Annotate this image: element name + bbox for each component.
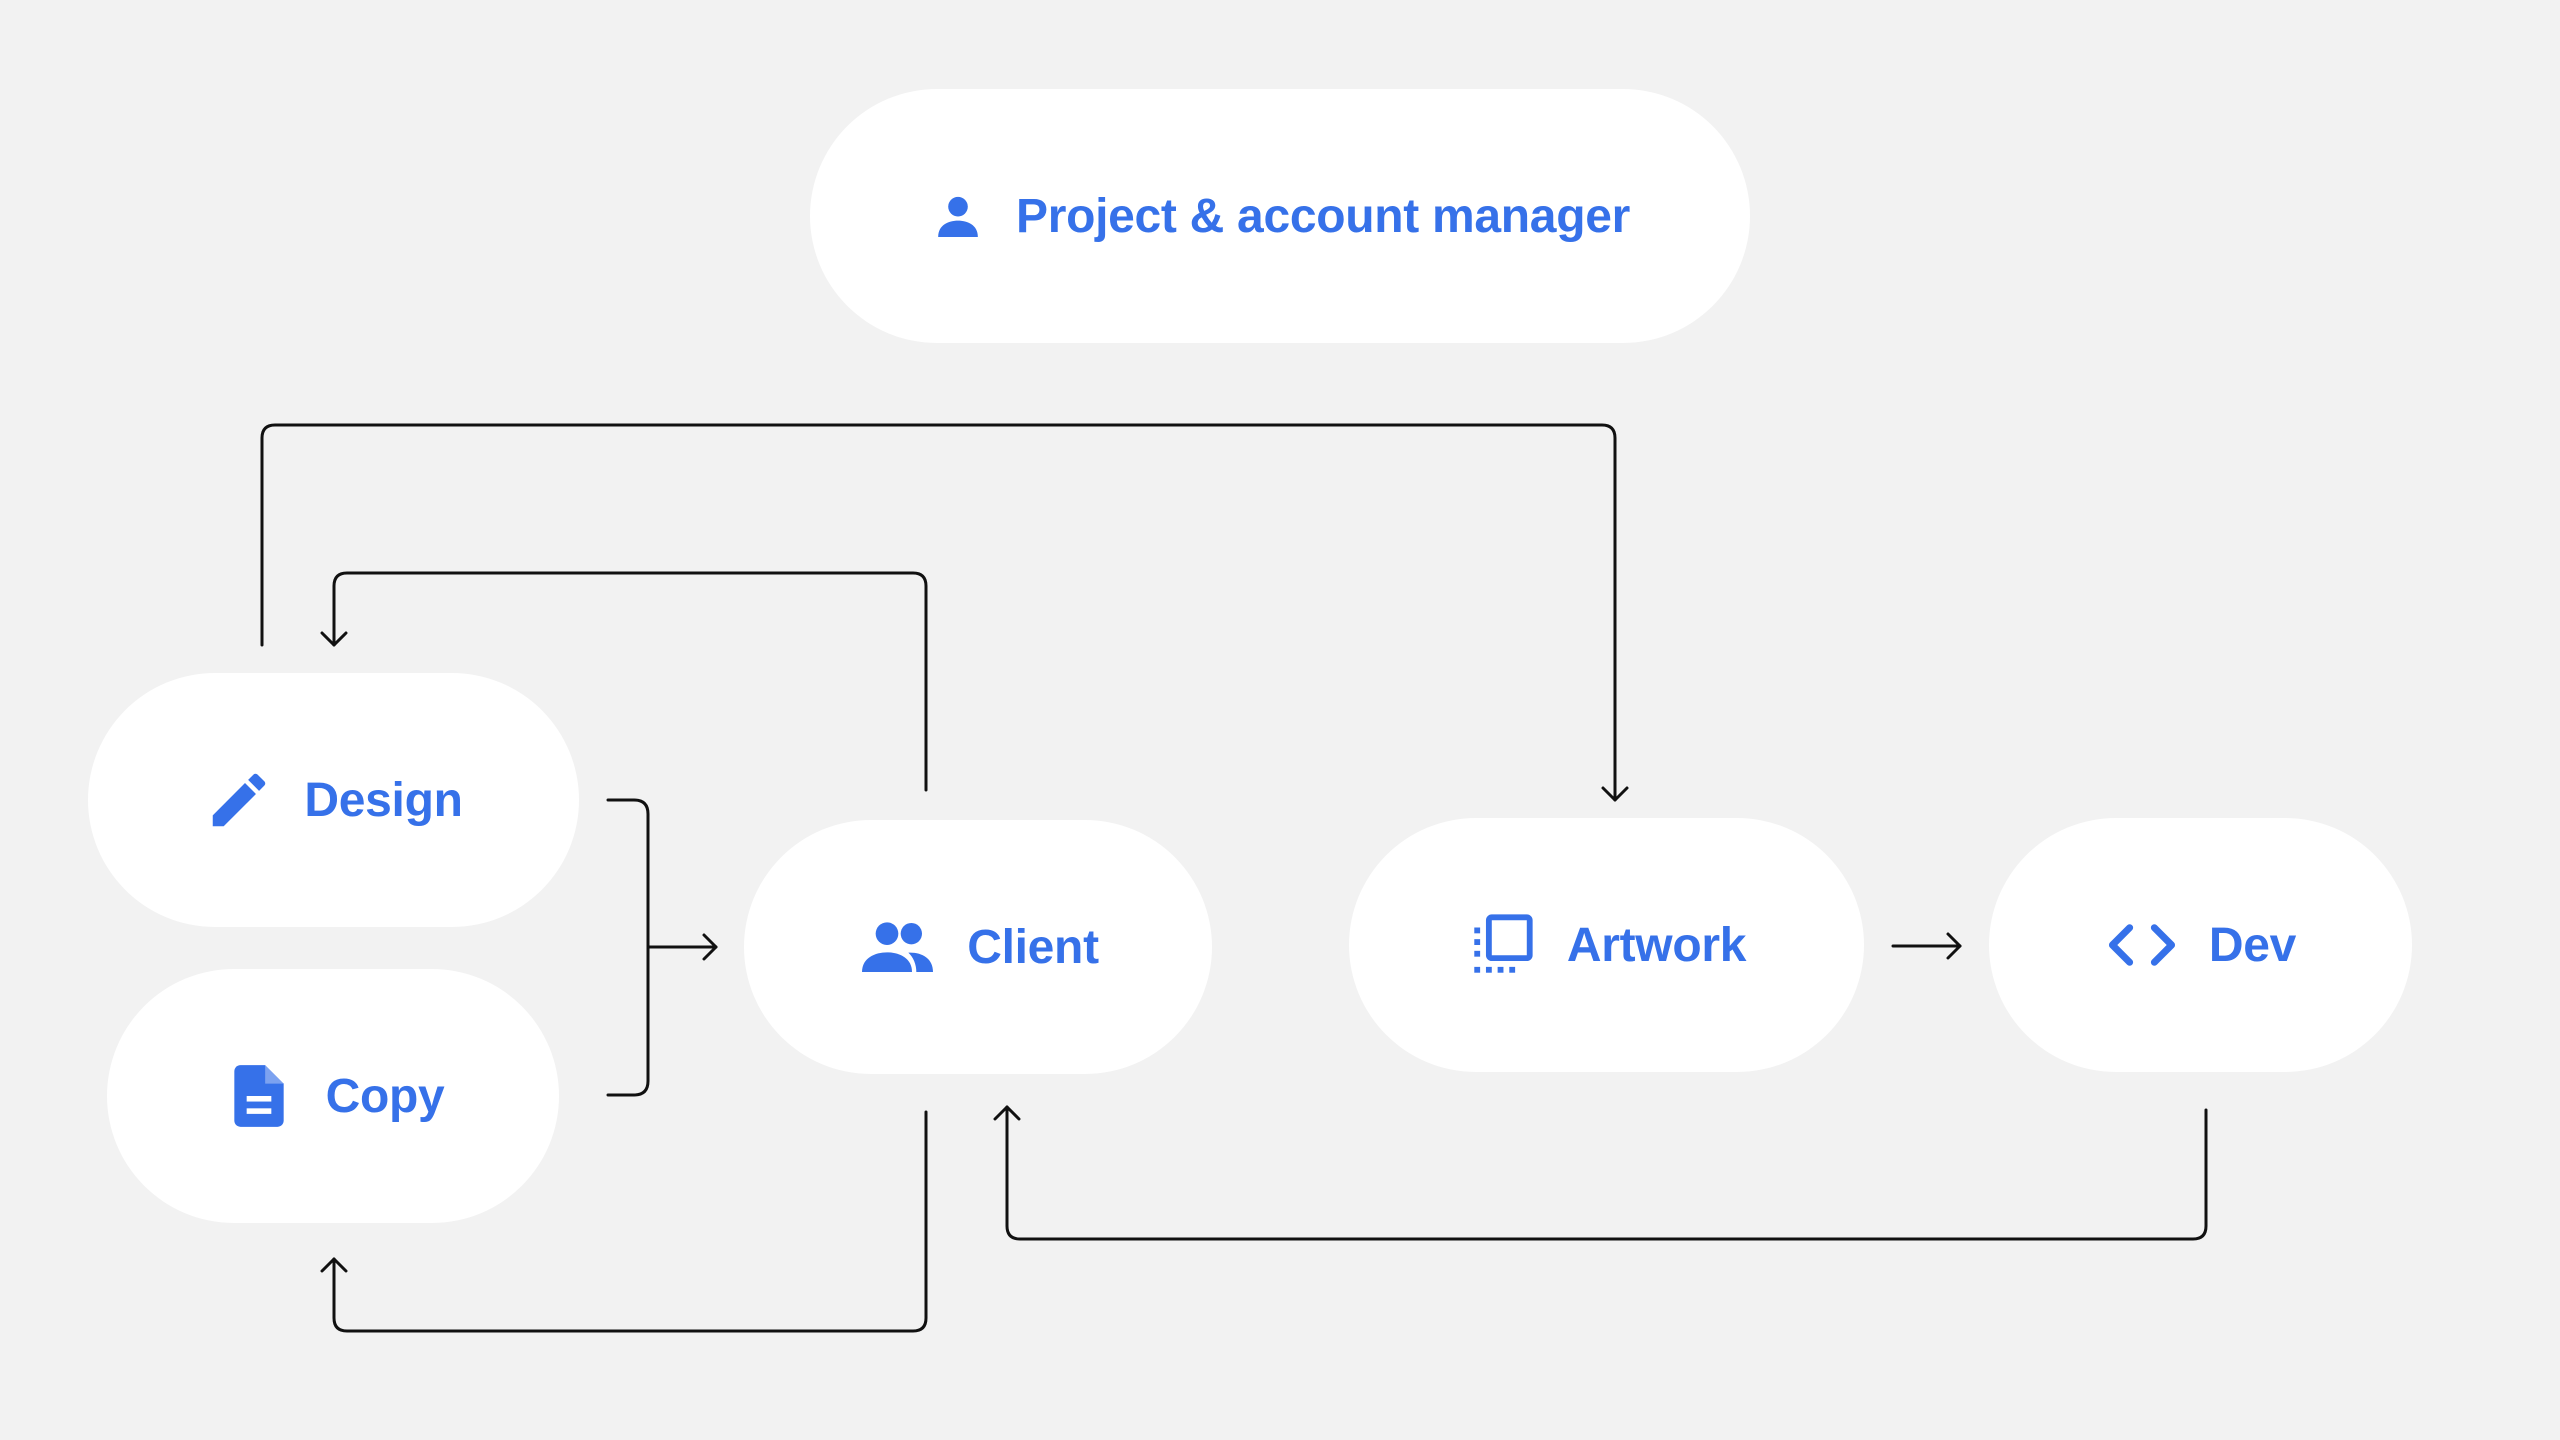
connector-design-to-artwork (260, 423, 1629, 802)
connector-client-to-design (320, 571, 928, 792)
code-icon (2105, 920, 2179, 970)
node-design[interactable]: Design (88, 673, 579, 927)
node-label: Client (967, 920, 1099, 974)
node-project-account-manager[interactable]: Project & account manager (810, 89, 1750, 343)
connector-client-to-copy (320, 1110, 928, 1333)
connector-dev-to-client (993, 1105, 2208, 1241)
node-label: Copy (325, 1069, 445, 1123)
node-artwork[interactable]: Artwork (1349, 818, 1864, 1072)
node-label: Artwork (1566, 918, 1747, 972)
node-dev[interactable]: Dev (1989, 818, 2412, 1072)
connector-artwork-to-dev (1891, 932, 1962, 960)
document-icon (222, 1059, 296, 1133)
people-icon (857, 907, 937, 987)
node-label: Project & account manager (1015, 189, 1631, 243)
node-client[interactable]: Client (744, 820, 1212, 1074)
connector-bracket-to-client (606, 798, 718, 1097)
pencil-icon (204, 765, 274, 835)
node-copy[interactable]: Copy (107, 969, 559, 1223)
person-icon (930, 188, 986, 244)
node-label: Dev (2208, 918, 2297, 972)
artboard-icon (1467, 910, 1537, 980)
node-label: Design (304, 773, 463, 827)
